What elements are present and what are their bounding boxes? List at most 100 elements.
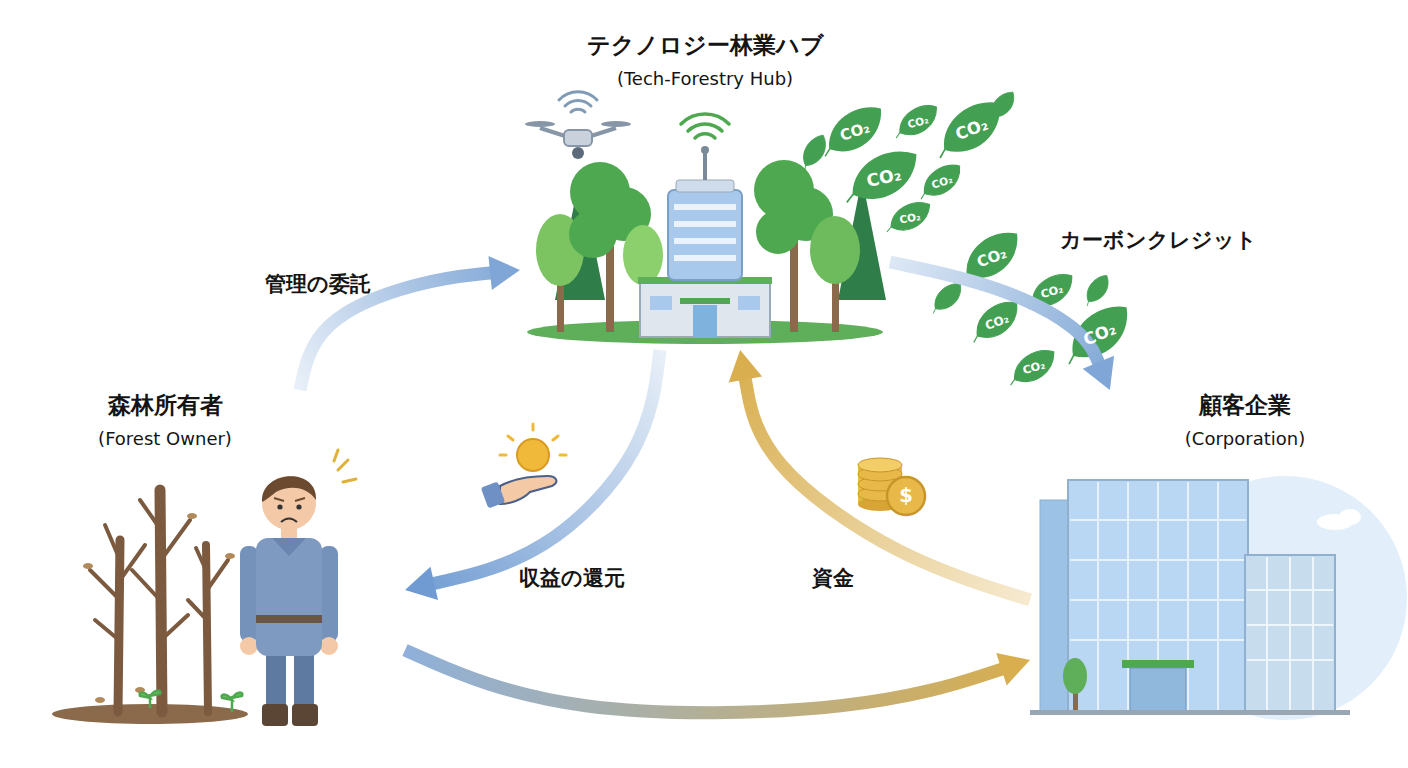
arrow-head <box>996 653 1030 685</box>
window <box>650 296 672 310</box>
leaf <box>964 299 1024 344</box>
tree-foliage <box>1063 658 1087 694</box>
drone-camera <box>572 147 584 159</box>
tree-foliage <box>756 210 800 254</box>
leaf <box>839 148 923 204</box>
sad-mouth <box>281 519 297 523</box>
ground-line <box>1030 710 1350 715</box>
arrow-head <box>488 256 520 290</box>
leaf <box>1004 348 1059 387</box>
door <box>693 305 717 337</box>
flow-line <box>405 650 1003 713</box>
co2-label: CO₂ <box>899 211 922 225</box>
leaf <box>982 90 1020 122</box>
co2-label: CO₂ <box>984 312 1011 332</box>
arrow-head <box>729 350 762 383</box>
dead-trees <box>90 490 228 712</box>
node-subtitle: (Corporation) <box>1130 426 1360 452</box>
flow-line <box>890 262 1099 364</box>
drone-body <box>564 130 592 146</box>
eye <box>277 504 282 509</box>
edge-label: 資金 <box>812 564 854 592</box>
drone-arm <box>591 128 616 136</box>
flow-arrow <box>729 350 1030 600</box>
drone-signal <box>559 92 597 112</box>
boot <box>262 704 288 726</box>
glass-tower <box>1068 480 1248 712</box>
leaf <box>815 103 890 158</box>
tower-stripe <box>674 255 736 261</box>
leaf <box>925 281 967 314</box>
antenna-tip <box>701 146 709 154</box>
tower-stripe <box>674 221 736 227</box>
corporation-node: 顧客企業 (Corporation) <box>1030 390 1360 720</box>
node-subtitle: (Forest Owner) <box>55 426 275 452</box>
tree-foliage <box>569 210 617 258</box>
fallen-leaves <box>83 513 235 703</box>
tree-foliage <box>810 216 860 284</box>
dead-leaf <box>225 553 235 559</box>
work-suit <box>256 538 322 656</box>
node-heading: テクノロジー林業ハブ(Tech-Forestry Hub) <box>520 30 890 92</box>
boot <box>292 704 318 726</box>
leg <box>266 650 286 710</box>
leaf <box>890 103 942 139</box>
annex-building <box>1245 555 1335 712</box>
coin <box>858 458 902 472</box>
owner-node: 森林所有者 (Forest Owner) <box>55 390 405 735</box>
edge-label: 収益の還元 <box>519 564 625 592</box>
tower-stripe <box>674 204 736 210</box>
leaf <box>883 201 934 234</box>
co2-label: CO₂ <box>1040 284 1065 301</box>
dead-trunk <box>118 540 120 712</box>
tree-foliage <box>623 225 663 285</box>
co2-label: CO₂ <box>930 174 953 191</box>
coins-icon <box>858 458 925 515</box>
head <box>262 476 316 530</box>
hub-illustration <box>525 92 886 344</box>
co2-label: CO₂ <box>975 246 1009 270</box>
node-heading: 顧客企業 (Corporation) <box>1130 390 1360 452</box>
co2-label: CO₂ <box>838 120 871 144</box>
flow-arrow <box>405 350 660 600</box>
drone-rotor <box>601 121 631 127</box>
flow-line <box>432 350 660 584</box>
leg <box>294 650 314 710</box>
dead-leaf <box>83 563 93 569</box>
seedlings <box>140 691 243 713</box>
arm <box>240 546 258 642</box>
arrow-head <box>1083 356 1114 390</box>
node-title: 森林所有者 <box>55 390 275 420</box>
revenue-icon <box>481 424 566 508</box>
hand <box>320 637 338 655</box>
arrow-head <box>405 567 438 600</box>
hand <box>240 637 258 655</box>
sleeve-cuff <box>481 482 505 509</box>
edge-label: 管理の委託 <box>265 270 371 298</box>
hub-tower <box>668 190 742 280</box>
open-hand <box>500 476 556 504</box>
dead-leaf <box>95 697 105 703</box>
currency-symbol: $ <box>899 486 913 506</box>
co2-label: CO₂ <box>906 114 929 130</box>
eye <box>296 504 301 509</box>
dead-leaf <box>187 513 197 519</box>
flow-arrow <box>890 262 1114 390</box>
wifi-signal <box>681 114 729 138</box>
flow-arrow <box>405 650 1030 713</box>
hub-building-base <box>640 282 770 337</box>
entrance-awning <box>1122 660 1194 668</box>
arm <box>320 546 338 642</box>
corporation-illustration <box>1030 476 1407 720</box>
seedling <box>222 693 243 713</box>
seedling <box>140 691 161 709</box>
flow-line <box>745 378 1030 600</box>
co2-label: CO₂ <box>865 166 903 190</box>
dead-branches <box>132 500 190 640</box>
node-title: 顧客企業 <box>1130 390 1360 420</box>
co2-label: CO₂ <box>953 117 990 144</box>
eyebrows <box>274 498 305 501</box>
dollar-coin <box>887 477 925 515</box>
dead-branches <box>90 525 145 640</box>
